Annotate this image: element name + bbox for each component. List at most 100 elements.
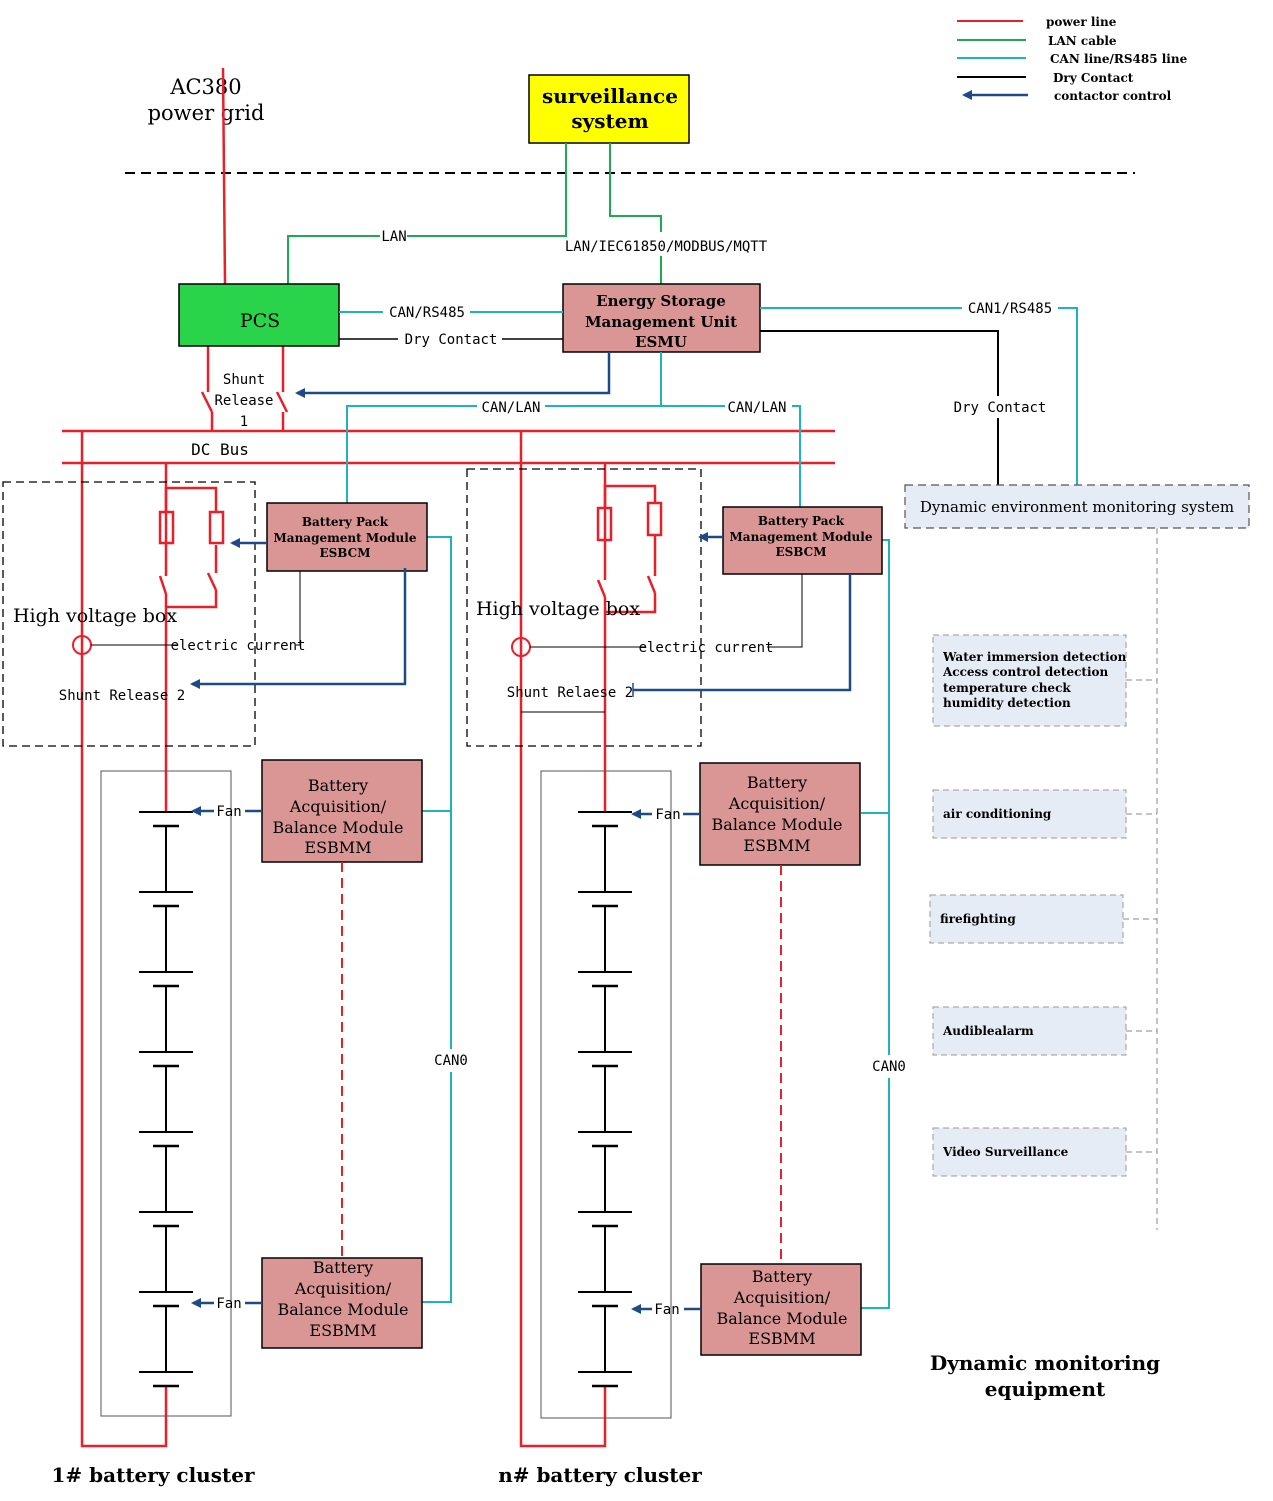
can-esmu-to-c1-a [545, 352, 662, 407]
clustern-shunt2-control [633, 574, 852, 692]
cluster1-esbcm-line3: ESBCM [319, 546, 370, 560]
lan-protocols-label: LAN/IEC61850/MODBUS/MQTT [565, 239, 768, 255]
clustern-contactor-return [605, 593, 657, 614]
can-lan-right-label: CAN/LAN [727, 400, 786, 416]
clustern-hv-box [466, 468, 702, 747]
cluster1-shunt2-label: Shunt Release 2 [59, 688, 185, 704]
cluster1-cell-string [139, 811, 193, 1388]
can-esmu-to-cn-b [792, 405, 801, 507]
surveillance-system-box [528, 74, 690, 144]
cluster1-esbcm-box [266, 502, 428, 572]
clustern-fuse-2 [646, 501, 663, 537]
shunt1-switch-right [275, 391, 289, 413]
device-video-box [932, 1127, 1127, 1177]
device-alarm-label: Audiblealarm [942, 1024, 1034, 1038]
device-video-label: Video Surveillance [942, 1145, 1069, 1159]
power-lines [62, 67, 835, 1448]
cluster1-esbmm-bottom-line3: Balance Module [278, 1300, 409, 1319]
lan-link-label: LAN [381, 229, 406, 245]
cluster1-esbmm-bottom-line4: ESBMM [309, 1321, 376, 1340]
legend-power-label: power line [1046, 15, 1117, 29]
can0-clustern-label: CAN0 [872, 1059, 906, 1075]
dry-esmu-env-a [760, 330, 999, 396]
equipment-title-line2: equipment [985, 1377, 1106, 1401]
cluster1-contactor-return [166, 590, 218, 609]
cluster1-fuse-1 [158, 510, 175, 545]
cluster1-hv-label: High voltage box [13, 605, 177, 627]
esmu-line2: Management Unit [585, 313, 737, 331]
cluster1-fan1-label: Fan [216, 804, 241, 820]
device-detection-item-1: Water immersion detection [942, 650, 1127, 664]
clustern-esbmm-bottom-line3: Balance Module [717, 1309, 848, 1328]
cluster1-negative-return [80, 431, 168, 1448]
legend-lan-label: LAN cable [1048, 34, 1117, 48]
device-detection-item-3: temperature check [943, 681, 1071, 695]
clustern-current-sense-v [767, 574, 803, 648]
cluster1-fuse-2 [208, 510, 225, 545]
clustern-esbmm-bottom-line4: ESBMM [748, 1329, 815, 1348]
clustern-negative-return [519, 431, 607, 1448]
clustern-esbmm-bottom-box [700, 1263, 862, 1356]
can0-clustern-b [861, 1078, 890, 1309]
shunt1-switch-left [200, 391, 214, 413]
equipment-title-line1: Dynamic monitoring [930, 1351, 1160, 1375]
clustern-esbmm-top-box [699, 762, 861, 866]
can0-clustern-a [882, 539, 890, 1055]
clustern-esbcm-line3: ESBCM [775, 545, 826, 559]
cluster1-fuse-loop-top [164, 486, 218, 512]
legend-control-label: contactor control [1054, 89, 1172, 103]
grid-title-line1: AC380 [169, 75, 241, 99]
device-detection-box [932, 634, 1127, 727]
clustern-fuse-1 [596, 506, 613, 542]
clustern-esbmm-top-line3: Balance Module [712, 815, 843, 834]
pcs-label: PCS [240, 310, 280, 332]
can1-esmu-env-b [1058, 307, 1078, 485]
clustern-esbmm-top-line1: Battery [747, 773, 807, 792]
surveillance-line1: surveillance [542, 84, 678, 108]
clustern-esbcm-line1: Battery Pack [758, 514, 845, 528]
grid-feed-line [221, 67, 227, 285]
clustern-esbmm-bottom-line1: Battery [752, 1267, 812, 1286]
shunt1-line3: 1 [240, 414, 248, 430]
device-detection-item-4: humidity detection [943, 696, 1071, 710]
clustern-esbmm-bottom-line2: Acquisition/ [733, 1288, 831, 1307]
lan-line-surv-to-pcs-b [287, 235, 380, 297]
cluster1-esbmm-bottom-line2: Acquisition/ [294, 1279, 392, 1298]
lan-line-surv-to-esmu-a [609, 143, 662, 232]
cluster1-esbcm-line1: Battery Pack [302, 515, 389, 529]
clustern-contactor-left [596, 579, 607, 598]
cluster1-esbmm-top-line3: Balance Module [273, 818, 404, 837]
clustern-esbcm-line2: Management Module [730, 530, 873, 544]
clustern-esbcm-box [722, 506, 883, 575]
device-detection-item-2: Access control detection [942, 665, 1109, 679]
device-alarm-box [932, 1006, 1127, 1056]
can-lan-left-label: CAN/LAN [481, 400, 540, 416]
env-monitoring-box [904, 484, 1250, 529]
clustern-shunt2-label: Shunt Relaese 2 [507, 685, 633, 701]
lan-line-surv-to-pcs-a [407, 143, 567, 237]
device-air-box [932, 789, 1127, 839]
cluster1-esbmm-top-line1: Battery [308, 776, 368, 795]
cluster1-esbcm-line2: Management Module [274, 531, 417, 545]
lan-lines [287, 143, 662, 297]
cluster1-hv-box [2, 481, 256, 747]
dry-contact-env-label: Dry Contact [954, 400, 1047, 416]
dc-bus-label: DC Bus [191, 440, 249, 459]
env-monitoring-label: Dynamic environment monitoring system [920, 498, 1234, 516]
esmu-line3: ESMU [635, 333, 687, 351]
cluster1-current-label: electric current [171, 638, 306, 654]
clustern-fuse-loop-top [603, 484, 657, 508]
clustern-contactor-right [646, 575, 657, 594]
cluster1-fan2-label: Fan [216, 1296, 241, 1312]
clustern-current-label: electric current [639, 640, 774, 656]
cluster1-esbmm-top-box [261, 759, 423, 863]
device-fire-label: firefighting [940, 912, 1016, 926]
cluster1-shunt2-control [190, 568, 407, 689]
grid-title-line2: power grid [148, 101, 265, 125]
can0-cluster1-b [422, 1072, 452, 1303]
legend: power line LAN cable CAN line/RS485 line… [957, 15, 1188, 103]
esmu-shunt1-control [295, 352, 611, 398]
clustern-cell-string [578, 811, 632, 1388]
cluster1-esbmm-bottom-line1: Battery [313, 1258, 373, 1277]
